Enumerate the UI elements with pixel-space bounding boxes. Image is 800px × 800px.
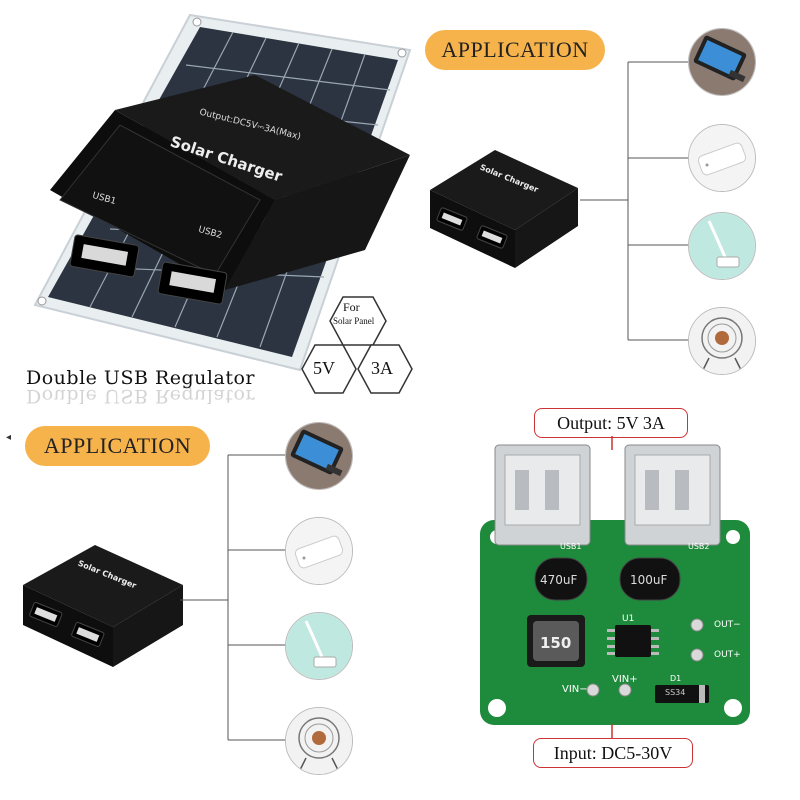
- output-label-connector: [611, 436, 613, 450]
- input-label-connector: [611, 724, 613, 738]
- pcb-u1-label: U1: [622, 614, 635, 624]
- application-label-top: APPLICATION: [425, 30, 605, 70]
- power-bank-circle-bottom: [285, 517, 353, 585]
- hexagon-top-text: For: [343, 300, 360, 314]
- application-label-bottom: APPLICATION: [25, 426, 210, 466]
- pcb-cap2-label: 100uF: [630, 573, 668, 587]
- power-bank-circle-top: [688, 124, 756, 192]
- phone-circle-bottom: [285, 422, 353, 490]
- hexagon-right-text: 3A: [371, 358, 393, 378]
- pcb-out-minus-label: OUT−: [714, 620, 741, 630]
- phone-circle-top: [688, 28, 756, 96]
- pcb-cap1-label: 470uF: [540, 573, 578, 587]
- hexagon-left-text: 5V: [313, 358, 335, 378]
- application-tree-top: [580, 61, 688, 341]
- input-spec-label: Input: DC5-30V: [533, 738, 693, 768]
- solar-panel-illustration: [20, 5, 420, 385]
- pcb-out-plus-label: OUT+: [714, 650, 741, 660]
- pcb-usb1-label: USB1: [560, 542, 582, 551]
- hexagon-top-subtext: Solar Panel: [333, 316, 375, 326]
- pcb-diode-label: SS34: [665, 688, 686, 697]
- product-title: Double USB Regulator: [26, 367, 255, 389]
- pcb-inductor-label: 150: [540, 634, 572, 652]
- product-title-reflection: Double USB Regulator: [26, 385, 255, 407]
- pcb-d1-label: D1: [670, 674, 682, 683]
- pcb-vin-minus-label: VIN−: [562, 684, 588, 695]
- output-spec-label: Output: 5V 3A: [534, 408, 688, 438]
- spec-hexagons: [298, 295, 418, 400]
- usb-fan-circle-top: [688, 307, 756, 375]
- pcb-board: [475, 440, 755, 730]
- small-charger-bottom: [15, 535, 185, 670]
- small-charger-top: [420, 140, 580, 270]
- usb-lamp-circle-bottom: [285, 612, 353, 680]
- usb-lamp-circle-top: [688, 212, 756, 280]
- marker-glyph: ◂: [6, 432, 12, 443]
- pcb-usb2-label: USB2: [688, 542, 710, 551]
- pcb-vin-plus-label: VIN+: [612, 674, 638, 685]
- usb-fan-circle-bottom: [285, 707, 353, 775]
- application-tree-bottom: [180, 454, 288, 741]
